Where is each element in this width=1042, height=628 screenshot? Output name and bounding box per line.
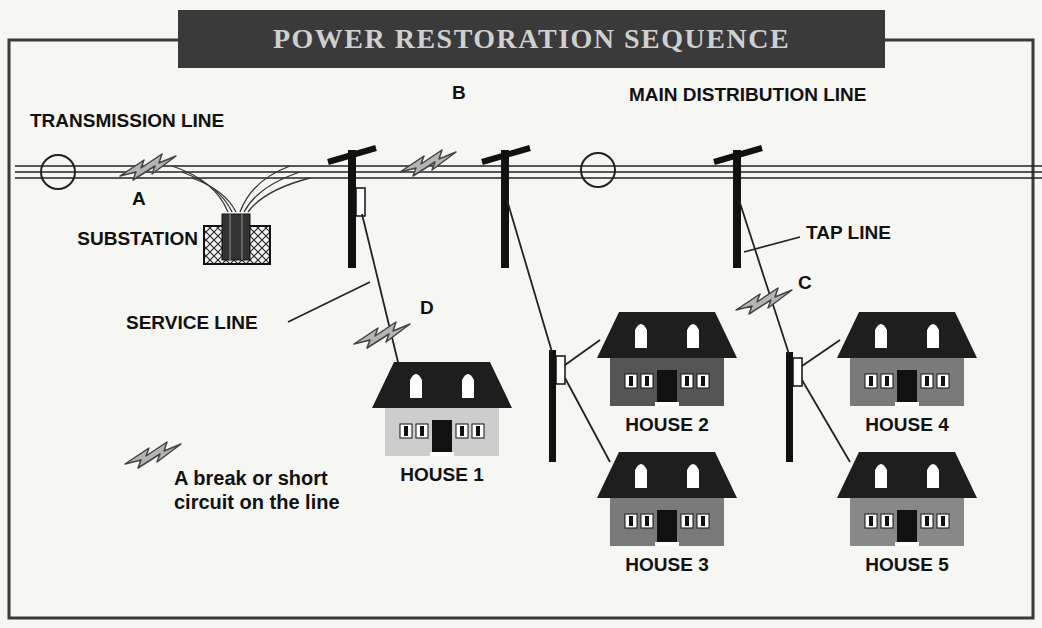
house-label: HOUSE 5 (837, 554, 977, 576)
house-label: HOUSE 4 (837, 414, 977, 436)
house-drawing (597, 312, 737, 408)
house: HOUSE 1 (372, 362, 512, 486)
house-drawing (837, 452, 977, 548)
line-marker (581, 153, 615, 187)
node-label: SUBSTATION (77, 228, 202, 250)
callout-letter: A (130, 188, 148, 210)
utility-poles (328, 148, 802, 462)
break-symbols (120, 150, 792, 468)
power-lines (15, 166, 1042, 178)
house-label: HOUSE 2 (597, 414, 737, 436)
line-label: TAP LINE (804, 222, 893, 244)
line-label: MAIN DISTRIBUTION LINE (627, 84, 869, 106)
house: HOUSE 5 (837, 452, 977, 576)
frame (9, 40, 1033, 618)
service-wires (362, 200, 850, 462)
leader-lines (288, 237, 800, 322)
line-label: TRANSMISSION LINE (28, 110, 226, 132)
house-label: HOUSE 3 (597, 554, 737, 576)
house: HOUSE 2 (597, 312, 737, 436)
substation: SUBSTATION (77, 212, 274, 266)
house-drawing (837, 312, 977, 408)
callout-letter: D (418, 297, 436, 319)
house-drawing (372, 362, 512, 458)
house-label: HOUSE 1 (372, 464, 512, 486)
house-drawing (597, 452, 737, 548)
callout-letter: C (796, 272, 814, 294)
substation-feeders (172, 166, 310, 212)
title-band: POWER RESTORATION SEQUENCE (178, 10, 885, 68)
substation-drawing (202, 212, 274, 266)
legend-text: A break or short circuit on the line (174, 466, 344, 514)
line-marker (41, 155, 75, 189)
house: HOUSE 3 (597, 452, 737, 576)
line-label: SERVICE LINE (124, 312, 260, 334)
callout-letter: B (450, 82, 468, 104)
diagram-title: POWER RESTORATION SEQUENCE (273, 23, 790, 55)
house: HOUSE 4 (837, 312, 977, 436)
